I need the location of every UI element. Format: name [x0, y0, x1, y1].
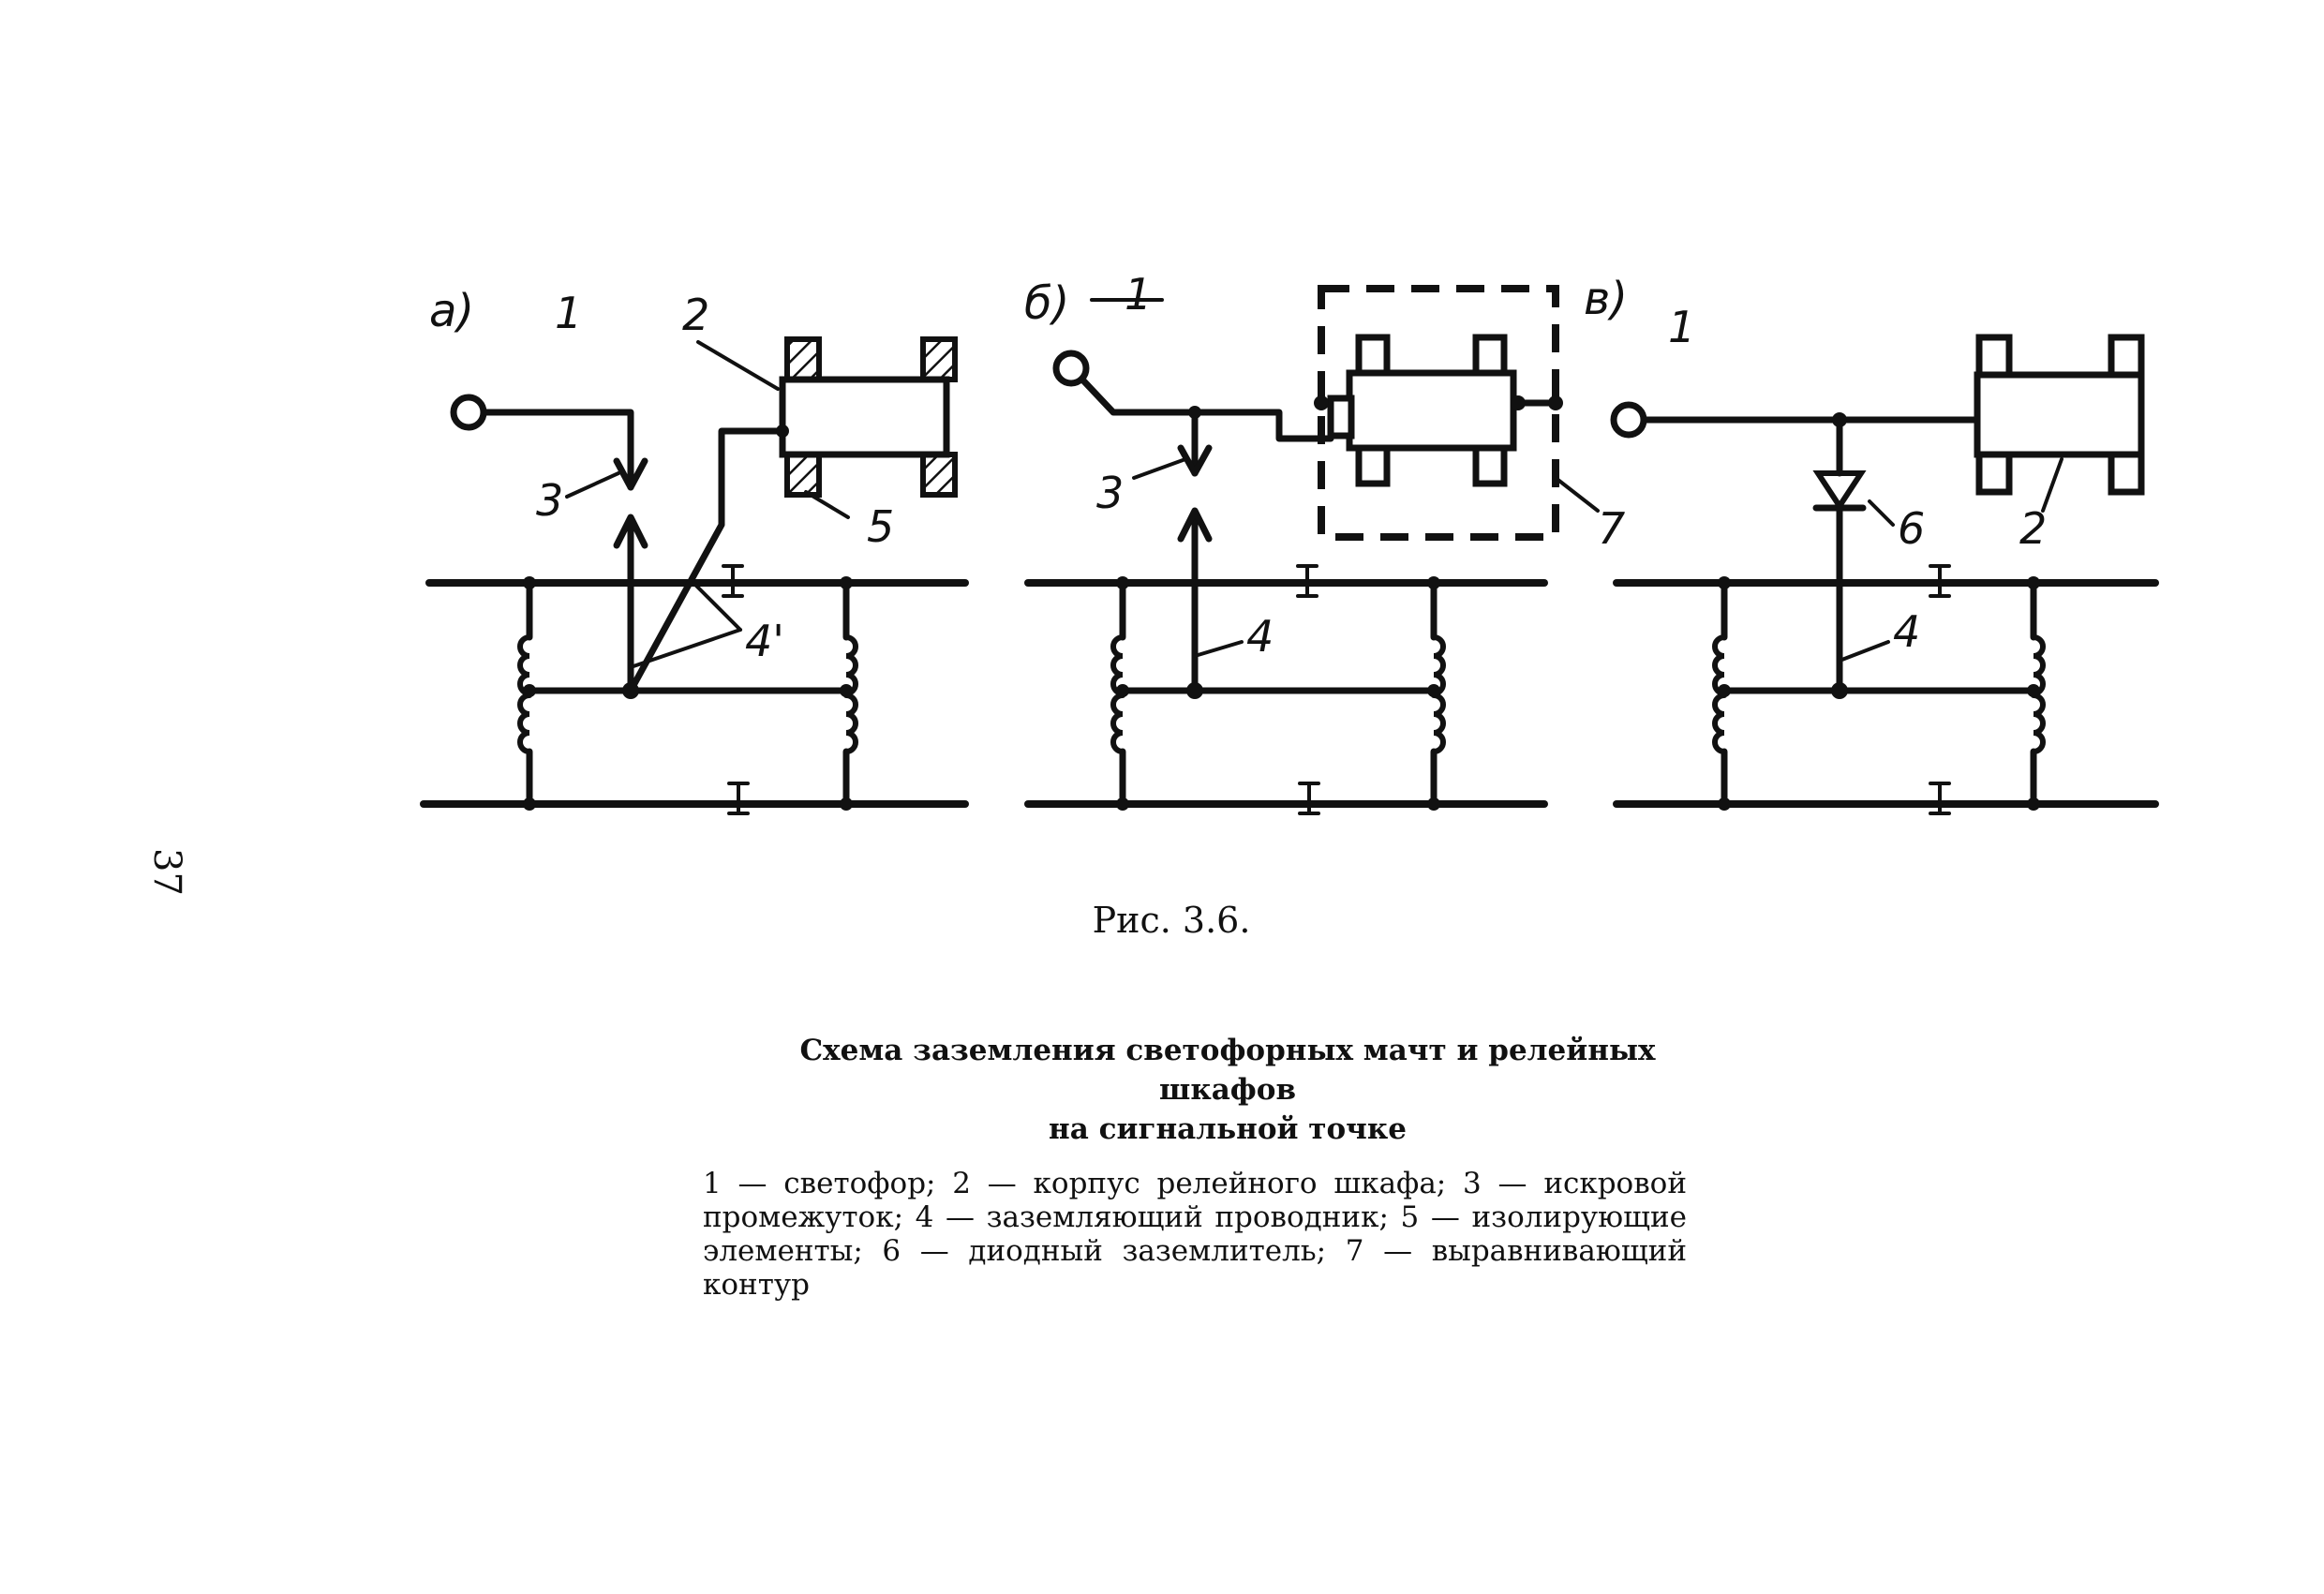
panel-b-insulating-joint	[1296, 564, 1318, 598]
panel-a-relay-cabinet	[779, 336, 958, 498]
panel-c-choke	[1712, 579, 1728, 808]
panel-b-insulating-joint	[1298, 782, 1320, 815]
panel-b-relay-cabinet	[1327, 334, 1517, 487]
figure-caption: Рис. 3.6.	[1092, 900, 1251, 941]
panel-a-leader	[629, 628, 742, 669]
panel-a-callout: 3	[536, 475, 563, 526]
panel-c-callout: 6	[1898, 503, 1925, 554]
panel-b-signal-wire	[1079, 376, 1334, 442]
figure-title-line: на сигнальной точке	[1049, 1112, 1407, 1146]
panel-b-callout: 3	[1096, 468, 1124, 518]
panel-a: а)	[420, 285, 969, 815]
panel-a-cabinet-conductor	[627, 427, 786, 694]
panel-a-leader	[804, 490, 850, 519]
panel-c-relay-cabinet	[1974, 334, 2145, 496]
panel-b-callout: 4	[1246, 611, 1274, 662]
panel-b-leader	[1554, 476, 1600, 513]
panel-a-spark-gap-arrow	[613, 514, 648, 549]
panel-a-insulating-joint	[722, 564, 744, 598]
panel-a-insulating-joint	[727, 782, 750, 815]
panel-b-choke	[1430, 579, 1446, 808]
panel-b-leader	[1132, 457, 1187, 480]
panel-b-choke	[1110, 579, 1126, 808]
panel-c-label: в)	[1584, 273, 1628, 325]
panel-a-choke	[517, 579, 533, 808]
page-number: 37	[145, 848, 188, 896]
panel-b-callout: 7	[1598, 503, 1625, 554]
panel-b-equalizing-contour	[1318, 285, 1559, 541]
panel-b: б)	[1024, 269, 1625, 815]
figure-legend: 1 — светофор; 2 — корпус релейного шкафа…	[703, 1167, 1687, 1302]
panel-c-insulating-joint	[1929, 782, 1951, 815]
panel-b-label: б)	[1024, 277, 1069, 330]
panel-c-insulating-joint	[1929, 564, 1951, 598]
figure-title-line: Схема заземления светофорных мачт и реле…	[799, 1034, 1656, 1107]
panel-a-signal-wire	[480, 409, 634, 491]
panel-a-signal-icon	[450, 394, 487, 431]
panel-a-leader	[692, 581, 742, 632]
panel-c-leader	[1868, 499, 1895, 527]
panel-a-choke	[842, 579, 858, 808]
panel-a-leader	[696, 340, 780, 391]
panel-a-leader	[565, 471, 620, 499]
panel-b-callout: 1	[1125, 269, 1152, 320]
panel-c-signal-icon	[1610, 401, 1647, 439]
panel-c: в)	[1584, 273, 2159, 815]
panel-a-spark-gap-arrow	[613, 457, 648, 491]
panel-c-callout: 4	[1893, 606, 1920, 657]
panel-c-callout: 2	[2019, 503, 2047, 554]
panel-c-diode-icon	[1812, 470, 1867, 512]
panel-c-leader	[2041, 457, 2063, 513]
figure-title: Схема заземления светофорных мачт и реле…	[731, 1031, 1724, 1149]
panel-a-callout: 1	[555, 288, 582, 338]
panel-a-callout: 5	[867, 501, 894, 552]
panel-b-leader	[1193, 640, 1244, 658]
panel-c-callout: 1	[1668, 302, 1695, 352]
panel-a-label: а)	[429, 285, 474, 337]
panel-b-spark-gap-arrow	[1177, 507, 1213, 543]
panel-c-leader	[1838, 640, 1890, 663]
panel-a-callout: 2	[682, 290, 709, 340]
panel-a-callout: 4'	[745, 616, 784, 666]
panel-b-signal-icon	[1052, 350, 1090, 387]
panel-b-spark-gap-arrow	[1177, 444, 1213, 477]
panel-c-choke	[2030, 579, 2046, 808]
